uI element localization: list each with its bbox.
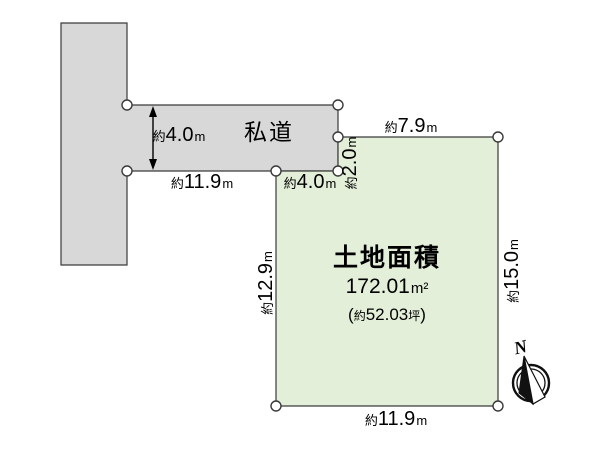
vertex-marker <box>332 131 344 143</box>
vertex-markers <box>121 99 504 412</box>
vertex-marker <box>492 131 504 143</box>
vertex-marker <box>332 99 344 111</box>
parcel-title: 土地面積 <box>332 244 441 272</box>
vertex-marker <box>121 99 133 111</box>
road-width-arrow-icon <box>149 106 157 170</box>
compass-icon <box>511 355 551 406</box>
vertex-marker <box>121 165 133 177</box>
vertex-marker <box>270 165 282 177</box>
private-road-label: 私道 <box>244 119 294 145</box>
vertex-marker <box>492 400 504 412</box>
vertex-marker <box>332 165 344 177</box>
vertex-marker <box>270 400 282 412</box>
